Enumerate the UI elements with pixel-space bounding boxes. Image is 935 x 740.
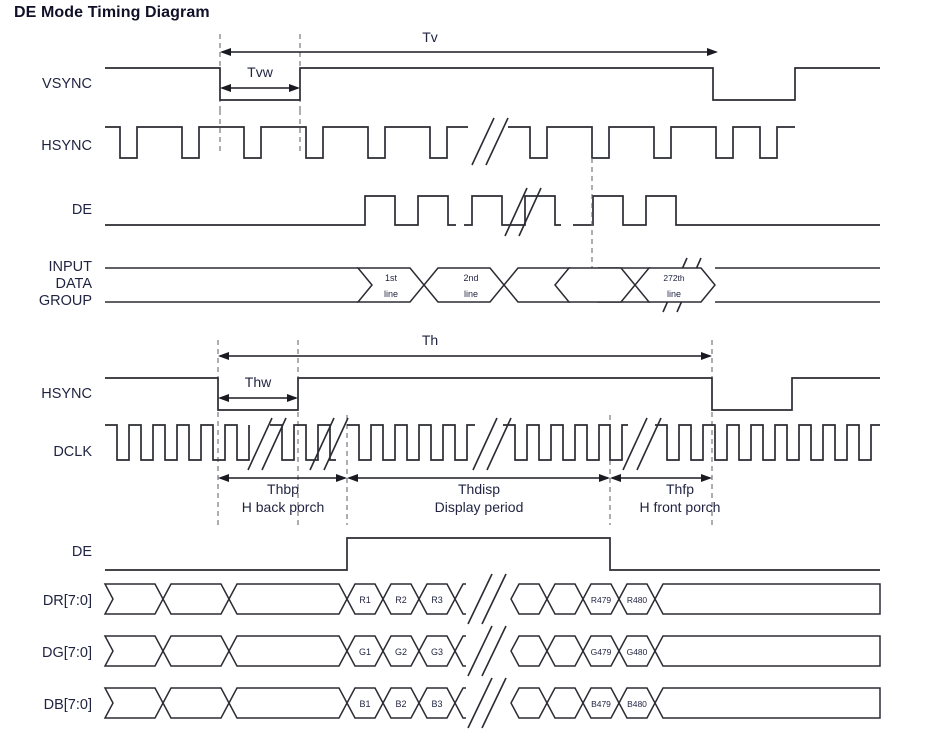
bus-value-r1: R1: [359, 595, 371, 605]
page-title: DE Mode Timing Diagram: [14, 4, 210, 21]
signal-label-hsync-frame: HSYNC: [41, 138, 92, 154]
signal-label-dr: DR[7:0]: [43, 593, 92, 609]
measurement-th-label: Th: [422, 332, 438, 348]
measurement-thdisp-arrow: [347, 474, 610, 482]
break-symbol-dclk-4: [622, 417, 662, 471]
waveform-hsync-frame-right: [508, 126, 795, 159]
bus-value-b2: B2: [395, 699, 406, 709]
signal-label-vsync-frame: VSYNC: [42, 76, 92, 92]
bus-value-g2: G2: [395, 647, 407, 657]
waveform-vsync: [105, 67, 880, 101]
bus-value-b480: B480: [627, 699, 647, 709]
measurement-thbp-label: Thbp: [267, 481, 299, 497]
waveform-hsync-line: [105, 377, 880, 411]
bus-value-g480: G480: [627, 647, 648, 657]
bus-value-r3: R3: [431, 595, 443, 605]
signal-label-input-line3: GROUP: [39, 293, 92, 309]
measurement-thfp-description: H front porch: [640, 499, 721, 515]
waveform-hsync-frame-left: [105, 126, 468, 159]
bus-value-g1: G1: [359, 647, 371, 657]
measurement-thdisp-label: Thdisp: [458, 481, 500, 497]
measurement-tv-label: Tv: [422, 29, 438, 45]
bus-value-b3: B3: [431, 699, 442, 709]
bus-value-2nd-line-a: 2nd: [463, 273, 478, 283]
signal-label-input-line1: INPUT: [49, 259, 93, 275]
break-symbol-dclk-3: [472, 417, 512, 471]
signal-label-dg: DG[7:0]: [42, 645, 92, 661]
measurement-thw-label: Thw: [245, 374, 272, 390]
waveform-dclk-seg2: [270, 424, 336, 461]
signal-label-de-line: DE: [72, 544, 92, 560]
measurement-thbp-description: H back porch: [242, 499, 324, 515]
bus-value-272th-line-a: 272th: [663, 273, 685, 283]
bus-value-g3: G3: [431, 647, 443, 657]
waveform-dclk-seg3: [347, 424, 475, 461]
signal-label-input-line2: DATA: [55, 276, 92, 292]
measurement-thbp-arrow: [218, 474, 347, 482]
bus-value-r479: R479: [591, 595, 612, 605]
bus-value-r2: R2: [395, 595, 407, 605]
measurement-thdisp-description: Display period: [435, 499, 524, 515]
bus-value-r480: R480: [627, 595, 648, 605]
signal-label-de-frame: DE: [72, 202, 92, 218]
waveform-dg-bus: [103, 625, 881, 677]
break-symbol-dclk-1: [247, 417, 287, 471]
measurement-thfp-label: Thfp: [666, 481, 694, 497]
measurement-tvw-label: Tvw: [247, 64, 274, 80]
waveform-dr-bus: [103, 573, 881, 625]
measurement-tv-arrow: [220, 48, 718, 56]
bus-value-1st-line-a: 1st: [385, 273, 398, 283]
break-symbol-hsync-frame: [471, 117, 509, 166]
break-symbol-de-frame: [504, 187, 542, 237]
waveform-dclk-seg4: [503, 424, 628, 461]
waveform-de-frame-b: [464, 195, 561, 226]
measurement-thw-arrow: [218, 394, 298, 402]
bus-value-g479: G479: [591, 647, 612, 657]
bus-value-1st-line-b: line: [384, 289, 398, 299]
signal-label-dclk: DCLK: [53, 444, 92, 460]
break-symbol-dclk-2: [309, 417, 349, 471]
waveform-de-frame-c: [573, 195, 880, 226]
waveform-input-data-group-right: [554, 267, 880, 303]
bus-value-272th-line-b: line: [667, 289, 681, 299]
waveform-de-line: [105, 537, 880, 571]
signal-label-db: DB[7:0]: [44, 697, 92, 713]
waveform-de-frame-a: [105, 195, 456, 226]
signal-label-hsync-line: HSYNC: [41, 386, 92, 402]
measurement-thfp-arrow: [610, 474, 712, 482]
bus-value-b1: B1: [359, 699, 370, 709]
waveform-db-bus: [103, 677, 881, 729]
bus-value-b479: B479: [591, 699, 611, 709]
bus-value-2nd-line-b: line: [464, 289, 478, 299]
measurement-tvw-arrow: [220, 84, 300, 92]
waveform-dclk-seg1: [105, 424, 250, 461]
measurement-th-arrow: [218, 352, 712, 360]
waveform-dclk-seg5: [655, 424, 880, 461]
